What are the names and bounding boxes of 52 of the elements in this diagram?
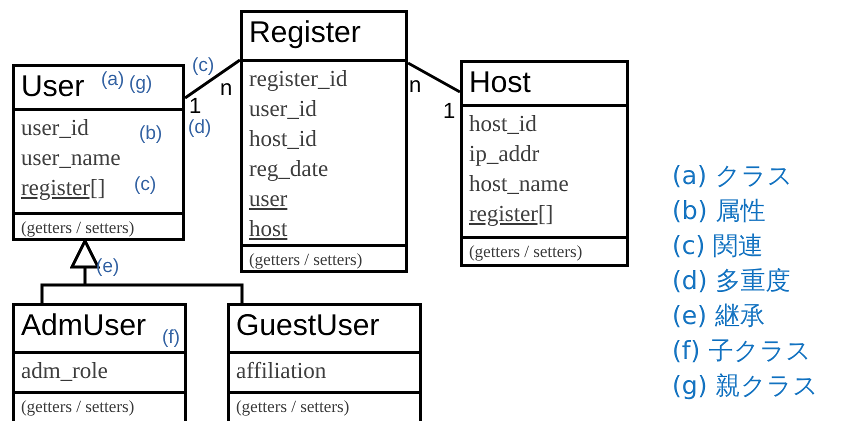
attribute-name: host_id xyxy=(249,126,317,152)
callout-letter: (d) xyxy=(188,118,212,139)
class-name: User xyxy=(21,69,84,105)
attribute-name: host_name xyxy=(469,171,569,196)
attribute-name: ip_addr xyxy=(469,141,540,166)
callout-letter: (f) xyxy=(162,328,180,349)
legend-text: (b) 属性 xyxy=(672,197,766,224)
callout-letter: (e) xyxy=(96,257,120,278)
method-list: (getters / setters) xyxy=(21,397,134,418)
callout-letter: (a) xyxy=(101,70,124,91)
attribute-name: register_id xyxy=(249,66,348,92)
legend-text: (d) 多重度 xyxy=(672,267,790,294)
class-name: Register xyxy=(249,15,361,51)
multiplicity: 1 xyxy=(189,94,202,118)
class-name: GuestUser xyxy=(236,308,380,344)
method-list: (getters / setters) xyxy=(21,218,134,238)
attribute-name: user xyxy=(249,186,288,212)
legend-text: (e) 継承 xyxy=(672,302,765,330)
class-box xyxy=(12,303,187,421)
attribute-name: user_id xyxy=(249,96,317,122)
legend-text: (f) 子クラス xyxy=(672,337,812,364)
method-list: (getters / setters) xyxy=(249,250,362,270)
attribute-name: register[] xyxy=(21,175,106,200)
attribute-name: adm_role xyxy=(21,358,108,384)
attribute-name: user_name xyxy=(21,145,121,170)
class-name: Host xyxy=(469,65,531,101)
callout-letter: (g) xyxy=(129,74,152,95)
callout-letter: (b) xyxy=(139,124,162,145)
attribute-name: register[] xyxy=(469,201,554,226)
attribute-name: reg_date xyxy=(249,156,328,182)
legend-text: (g) 親クラス xyxy=(672,372,818,400)
class-box xyxy=(12,64,185,241)
multiplicity: n xyxy=(409,73,422,98)
attribute-name: user_id xyxy=(21,115,89,140)
multiplicity: n xyxy=(220,76,232,100)
attribute-name: affiliation xyxy=(236,358,326,384)
callout-letter: (c) xyxy=(134,175,156,196)
legend-text: (c) 関連 xyxy=(672,232,764,260)
association-line xyxy=(184,58,241,100)
class-box xyxy=(240,10,408,273)
class-box xyxy=(460,60,629,267)
method-list: (getters / setters) xyxy=(469,242,582,262)
callout-letter: (c) xyxy=(192,56,214,77)
attribute-name: host xyxy=(249,216,288,242)
attribute-name: host_id xyxy=(469,111,537,136)
inheritance-arrow xyxy=(70,240,244,303)
method-list: (getters / setters) xyxy=(236,397,350,418)
class-name: AdmUser xyxy=(21,308,146,344)
multiplicity: 1 xyxy=(443,99,456,124)
class-box xyxy=(227,303,422,421)
association-line xyxy=(407,62,461,94)
legend-text: (a) クラス xyxy=(672,162,793,190)
